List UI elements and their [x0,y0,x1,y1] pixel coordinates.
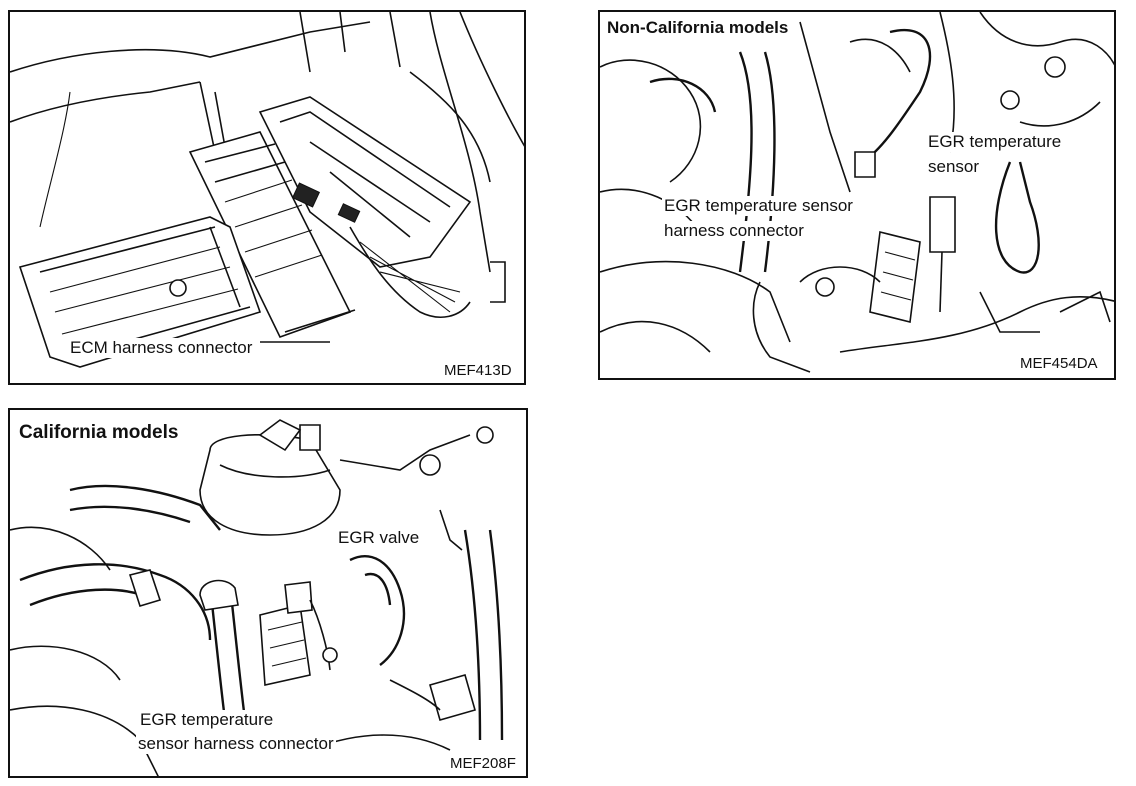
egr-valve-label: EGR valve [336,528,422,548]
egr-sensor-harness-connector-label-line2: sensor harness connector [136,734,336,754]
egr-temperature-sensor-label-line1: EGR temperature [926,132,1064,152]
california-panel: California models EGR valve EGR temperat… [8,408,528,778]
egr-sensor-harness-connector-label-line1: EGR temperature sensor [662,196,855,216]
ecm-panel: ECM harness connector MEF413D [8,10,526,385]
egr-sensor-harness-connector-label-line1: EGR temperature [138,710,276,730]
non-california-figure-code: MEF454DA [1020,355,1098,372]
california-figure-code: MEF208F [450,755,516,772]
egr-sensor-harness-connector-label-line2: harness connector [662,221,806,241]
ecm-harness-connector-label: ECM harness connector [68,338,255,358]
non-california-illustration [600,12,1114,373]
non-california-header: Non-California models [604,18,792,38]
ecm-illustration [10,12,524,368]
ecm-figure-code: MEF413D [444,362,512,379]
california-header: California models [16,422,182,444]
non-california-panel: Non-California models EGR temperature se… [598,10,1116,380]
egr-temperature-sensor-label-line2: sensor [926,157,982,177]
